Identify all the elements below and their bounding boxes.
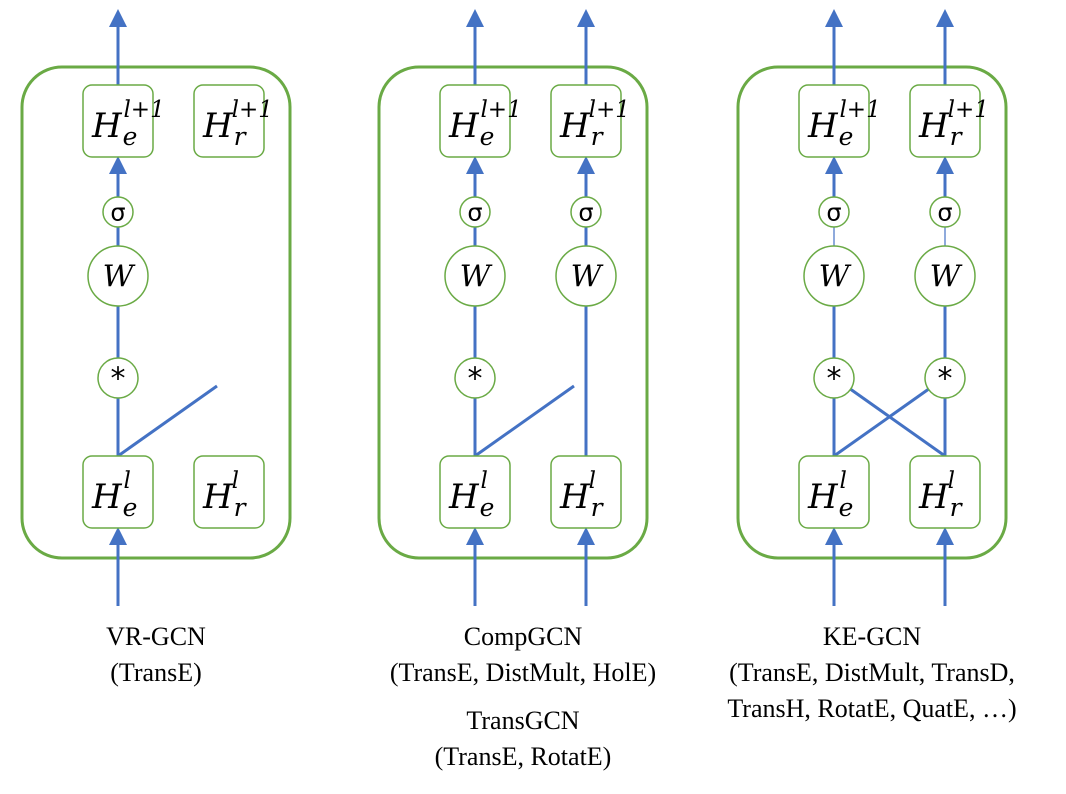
compgcn-h-e-next: Hel+1 (439, 84, 522, 158)
compgcn-panel (377, 65, 649, 560)
vr-gcn-h-r-next-box (193, 84, 265, 158)
vr-gcn-w-e-circle (87, 245, 149, 307)
ke-gcn-panel (736, 65, 1008, 560)
ke-gcn-h-r-label: Hrl (918, 468, 964, 522)
ke-gcn-w-r: W (914, 245, 976, 307)
compgcn-sigma-r-circle (570, 196, 602, 228)
compgcn-sigma-r: σ (570, 196, 602, 228)
compgcn-compose-e-circle (454, 357, 496, 399)
compgcn-w-e-circle (444, 245, 506, 307)
vr-gcn-caption: VR-GCN (TransE) (106, 622, 206, 687)
ke-gcn-caption-line: (TransE, DistMult, TransD, (729, 658, 1015, 687)
ke-gcn-cross-edge-1 (845, 384, 946, 458)
ke-gcn-w-e-label: W (819, 260, 852, 295)
compgcn-sigma-e: σ (459, 196, 491, 228)
compgcn-h-r-next-box (550, 84, 622, 158)
compgcn-extra-caption-line: TransGCN (466, 706, 579, 735)
vr-gcn-compose-e-circle (97, 357, 139, 399)
ke-gcn-caption-line: TransH, RotatE, QuatE, …) (727, 694, 1016, 723)
compgcn-h-r-label: Hrl (559, 468, 605, 522)
ke-gcn-sigma-r: σ (929, 196, 961, 228)
ke-gcn-compose-r: * (924, 357, 966, 399)
vr-gcn-h-e: Hel (82, 455, 154, 529)
compgcn-compose-e: * (454, 357, 496, 399)
vr-gcn-caption-line: VR-GCN (106, 622, 206, 651)
vr-gcn-w-e: W (87, 245, 149, 307)
compgcn-h-r: Hrl (550, 455, 622, 529)
compgcn-w-r: W (555, 245, 617, 307)
vr-gcn-caption-line: (TransE) (110, 658, 201, 687)
compgcn-sigma-e-circle (459, 196, 491, 228)
ke-gcn-h-r: Hrl (909, 455, 981, 529)
ke-gcn-sigma-r-label: σ (937, 198, 952, 226)
vr-gcn-compose-e-label: * (111, 362, 126, 397)
compgcn-sigma-r-label: σ (578, 198, 593, 226)
ke-gcn-h-r-next-label: Hrl+1 (918, 97, 989, 151)
ke-gcn-h-e: Hel (798, 455, 870, 529)
compgcn-w-r-circle (555, 245, 617, 307)
ke-gcn-h-e-box (798, 455, 870, 529)
ke-gcn-compose-r-circle (924, 357, 966, 399)
compgcn-cross-edge-0 (474, 384, 575, 458)
compgcn-caption-line: (TransE, DistMult, HolE) (390, 658, 656, 687)
vr-gcn-h-r-box (193, 455, 265, 529)
compgcn-w-e-label: W (460, 260, 493, 295)
compgcn-h-e-label: Hel (448, 468, 494, 522)
compgcn-caption-line: CompGCN (464, 622, 583, 651)
ke-gcn-h-r-next: Hrl+1 (909, 84, 989, 158)
ke-gcn-caption-line: KE-GCN (823, 622, 921, 651)
vr-gcn-h-r-next: Hrl+1 (193, 84, 273, 158)
ke-gcn-compose-e: * (813, 357, 855, 399)
vr-gcn-h-e-next-box (82, 84, 154, 158)
ke-gcn-w-e: W (803, 245, 865, 307)
vr-gcn-panel (20, 65, 292, 560)
ke-gcn-sigma-e-label: σ (826, 198, 841, 226)
vr-gcn-sigma-e-circle (102, 196, 134, 228)
compgcn-caption: CompGCN (TransE, DistMult, HolE) TransGCN (… (390, 622, 656, 771)
ke-gcn-h-e-next-label: Hel+1 (807, 97, 881, 151)
ke-gcn-w-r-label: W (930, 260, 963, 295)
ke-gcn-caption: KE-GCN (TransE, DistMult, TransD, TransH, … (727, 622, 1016, 723)
ke-gcn-h-r-box (909, 455, 981, 529)
vr-gcn-cross-edge-0 (117, 384, 218, 458)
vr-gcn-compose-e: * (97, 357, 139, 399)
ke-gcn-compose-r-label: * (938, 362, 953, 397)
ke-gcn-sigma-e-circle (818, 196, 850, 228)
ke-gcn-h-e-next-box (798, 84, 870, 158)
compgcn-extra-caption-line: (TransE, RotatE) (435, 742, 612, 771)
ke-gcn-w-r-circle (914, 245, 976, 307)
ke-gcn-sigma-e: σ (818, 196, 850, 228)
compgcn-w-e: W (444, 245, 506, 307)
ke-gcn-cross-edge-0 (833, 384, 934, 458)
compgcn-h-e: Hel (439, 455, 511, 529)
ke-gcn-w-e-circle (803, 245, 865, 307)
compgcn-h-r-next: Hrl+1 (550, 84, 630, 158)
vr-gcn-sigma-e-label: σ (110, 198, 125, 226)
ke-gcn-h-e-label: Hel (807, 468, 853, 522)
ke-gcn-compose-e-circle (813, 357, 855, 399)
compgcn-w-r-label: W (571, 260, 604, 295)
vr-gcn-h-r-label: Hrl (202, 468, 248, 522)
ke-gcn-compose-e-label: * (827, 362, 842, 397)
vr-gcn-h-e-next: Hel+1 (82, 84, 165, 158)
ke-gcn-h-r-next-box (909, 84, 981, 158)
vr-gcn-h-e-next-label: Hel+1 (91, 97, 165, 151)
compgcn-h-r-next-label: Hrl+1 (559, 97, 630, 151)
compgcn-h-e-next-label: Hel+1 (448, 97, 522, 151)
vr-gcn-h-e-box (82, 455, 154, 529)
compgcn-h-e-box (439, 455, 511, 529)
compgcn-compose-e-label: * (468, 362, 483, 397)
vr-gcn-h-e-label: Hel (91, 468, 137, 522)
vr-gcn-sigma-e: σ (102, 196, 134, 228)
compgcn-h-e-next-box (439, 84, 511, 158)
vr-gcn-w-e-label: W (103, 260, 136, 295)
vr-gcn-h-r-next-label: Hrl+1 (202, 97, 273, 151)
ke-gcn-sigma-r-circle (929, 196, 961, 228)
compgcn-h-r-box (550, 455, 622, 529)
ke-gcn-h-e-next: Hel+1 (798, 84, 881, 158)
vr-gcn-h-r: Hrl (193, 455, 265, 529)
compgcn-sigma-e-label: σ (467, 198, 482, 226)
